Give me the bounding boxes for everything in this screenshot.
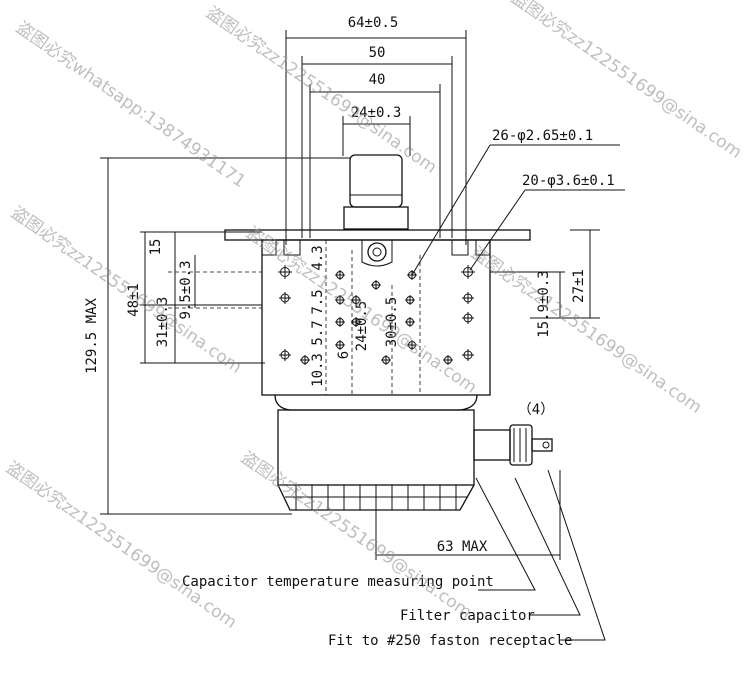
hole <box>407 340 417 350</box>
hole <box>335 270 345 280</box>
hole <box>462 349 474 361</box>
dimension-lines <box>100 30 625 641</box>
dim-50: 50 <box>369 45 386 61</box>
watermarks: 盗图必究zz122551699@sina.com 盗图必究whatsapp:13… <box>2 0 745 633</box>
hole <box>462 292 474 304</box>
hole <box>381 355 391 365</box>
hole <box>279 349 291 361</box>
dim-31: 31±0.3 <box>155 297 171 348</box>
hole <box>405 317 415 327</box>
hole <box>351 295 361 305</box>
antenna-collar <box>343 206 409 230</box>
hole <box>405 295 415 305</box>
hole <box>335 340 345 350</box>
dimension-labels: 64±0.5 50 40 24±0.3 26-φ2.65±0.1 20-φ3.6… <box>84 15 615 555</box>
label-faston-receptacle: Fit to #250 faston receptacle <box>328 633 572 649</box>
dim-30: 30±0.5 <box>384 297 400 348</box>
hole <box>462 312 474 324</box>
center-stud <box>367 242 387 262</box>
antenna-cap <box>349 154 403 208</box>
dim-24-antenna: 24±0.3 <box>351 105 402 121</box>
dim-4-3: 4.3 <box>310 245 326 270</box>
callout-4: （4） <box>518 402 554 418</box>
watermark-text: 盗图必究zz122551699@sina.com <box>467 243 705 418</box>
dim-depth-max: 63 MAX <box>437 539 488 555</box>
hole <box>351 317 361 327</box>
dim-7-5: 7.5 <box>310 289 326 314</box>
faston-terminal <box>531 438 553 452</box>
dim-27: 27±1 <box>571 269 587 303</box>
watermark-text: 盗图必究whatsapp:13874931171 <box>12 18 249 192</box>
dim-10-3: 10.3 <box>310 353 326 387</box>
hole <box>335 317 345 327</box>
fin-holes <box>278 265 475 365</box>
component-labels: Capacitor temperature measuring point Fi… <box>182 574 572 649</box>
hole <box>278 265 292 279</box>
dim-6: 6 <box>336 351 352 359</box>
watermark-text: 盗图必究zz122551699@sina.com <box>242 223 480 398</box>
filter-capacitor <box>473 424 553 466</box>
dim-9-5: 9.5±0.3 <box>178 260 194 319</box>
watermark-text: 盗图必究zz122551699@sina.com <box>7 203 245 378</box>
dim-15-9: 15.9±0.3 <box>536 270 552 337</box>
hole <box>300 355 310 365</box>
label-filter-capacitor: Filter capacitor <box>400 608 535 624</box>
dim-15: 15 <box>148 239 164 256</box>
label-capacitor-temperature-point: Capacitor temperature measuring point <box>182 574 494 590</box>
yoke-body <box>261 239 491 396</box>
dim-overall-width: 64±0.5 <box>348 15 399 31</box>
watermark-text: 盗图必究zz122551699@sina.com <box>202 3 440 178</box>
dim-holes-20: 20-φ3.6±0.1 <box>522 173 615 189</box>
dim-height-max: 129.5 MAX <box>84 298 100 374</box>
dim-48: 48±1 <box>126 283 142 317</box>
dim-5-7: 5.7 <box>310 320 326 345</box>
hole <box>335 295 345 305</box>
watermark-text: 盗图必究zz122551699@sina.com <box>237 448 475 623</box>
hole <box>461 265 475 279</box>
hole <box>279 292 291 304</box>
hole <box>371 280 381 290</box>
dim-24-vertical: 24±0.5 <box>354 301 370 352</box>
dim-40: 40 <box>369 72 386 88</box>
hole <box>443 355 453 365</box>
watermark-text: 盗图必究zz122551699@sina.com <box>2 458 240 633</box>
dim-holes-26: 26-φ2.65±0.1 <box>492 128 593 144</box>
antenna <box>343 154 409 230</box>
